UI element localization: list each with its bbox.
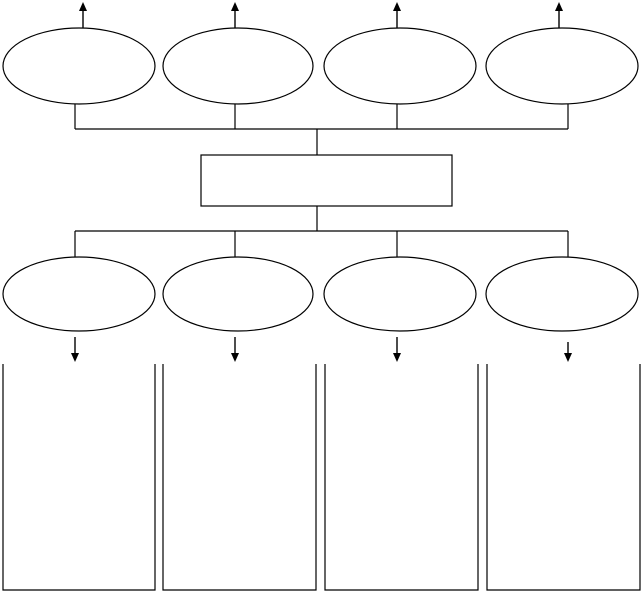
bottom-arrow-4-head [564,353,572,362]
bottom-oval-3 [323,256,477,332]
top-oval-3 [323,27,477,105]
detail-panel-2 [162,364,317,591]
bottom-oval-1 [2,256,156,332]
center-box [200,154,453,207]
upper-connector [74,104,569,155]
lower-connector [74,206,569,257]
bottom-oval-4 [485,256,639,332]
top-arrow-3-head [393,2,401,11]
top-arrows [79,2,563,28]
bottom-arrow-1-head [71,353,79,362]
bottom-arrows [71,337,572,362]
detail-panel-4 [486,364,641,591]
detail-panel-3 [324,364,479,591]
top-oval-1 [2,27,156,105]
bottom-arrow-2-head [231,353,239,362]
top-oval-2 [162,27,314,105]
top-arrow-1-head [79,2,87,11]
bottom-ovals [2,256,639,332]
detail-panel-1 [2,364,156,591]
top-arrow-4-head [555,2,563,11]
top-oval-4 [485,27,639,105]
bottom-arrow-3-head [393,353,401,362]
bottom-oval-2 [162,256,314,332]
detail-panels [2,364,641,591]
top-arrow-2-head [231,2,239,11]
top-ovals [2,27,639,105]
